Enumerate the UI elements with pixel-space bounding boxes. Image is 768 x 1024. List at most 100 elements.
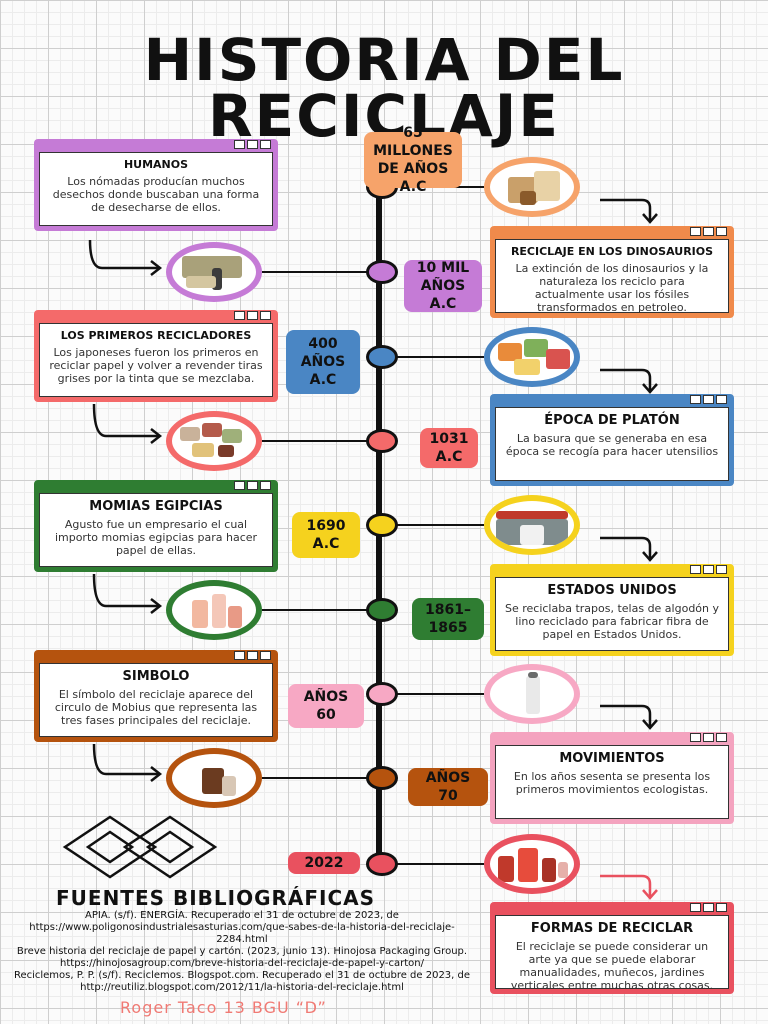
date-line: AÑOS — [300, 354, 346, 370]
minimize-icon — [690, 903, 701, 912]
date-line: 2022 — [304, 855, 344, 871]
page-title-line1: HISTORIA DEL — [143, 26, 625, 94]
timeline-dot — [366, 345, 398, 369]
date-line: AÑOS — [425, 770, 471, 786]
card-text: La basura que se generaba en esa época s… — [505, 432, 719, 458]
card-heading: LOS PRIMEROS RECICLADORES — [60, 329, 252, 342]
date-line: A.C — [309, 372, 337, 388]
close-icon — [716, 903, 727, 912]
source-item: Breve historia del reciclaje de papel y … — [16, 946, 468, 969]
minimize-icon — [234, 481, 245, 490]
close-icon — [260, 481, 271, 490]
window-titlebar — [39, 651, 273, 663]
maximize-icon — [703, 733, 714, 742]
card-text: Agusto fue un empresario el cual importo… — [54, 518, 258, 557]
card-text: Los japoneses fueron los primeros en rec… — [49, 346, 263, 385]
maximize-icon — [703, 903, 714, 912]
window-titlebar — [39, 481, 273, 493]
timeline-connector — [379, 693, 484, 695]
maximize-icon — [703, 227, 714, 236]
window-titlebar — [495, 395, 729, 407]
card-text: El símbolo del reciclaje aparece del cir… — [54, 688, 258, 727]
card-heading: ESTADOS UNIDOS — [547, 583, 677, 598]
card-body: LOS PRIMEROS RECICLADORES Los japoneses f… — [39, 323, 273, 397]
arrow-icon — [600, 704, 658, 730]
minimize-icon — [690, 395, 701, 404]
minimize-icon — [690, 565, 701, 574]
window-controls — [690, 227, 727, 236]
close-icon — [260, 140, 271, 149]
card-heading: MOMIAS EGIPCIAS — [89, 499, 223, 514]
date-text: 2022 — [305, 854, 344, 872]
arrow-icon — [600, 536, 658, 562]
maximize-icon — [247, 651, 258, 660]
close-icon — [260, 651, 271, 660]
minimize-icon — [690, 733, 701, 742]
card-body: FORMAS DE RECICLAR El reciclaje se puede … — [495, 915, 729, 992]
sources-title: FUENTES BIBLIOGRÁFICAS — [56, 886, 376, 910]
window-titlebar — [39, 311, 273, 323]
warehouse-icon — [484, 495, 580, 555]
timeline-dot — [366, 260, 398, 284]
timeline-dot — [366, 598, 398, 622]
maximize-icon — [247, 481, 258, 490]
maximize-icon — [247, 311, 258, 320]
maximize-icon — [703, 565, 714, 574]
window-controls — [234, 651, 271, 660]
window-titlebar — [495, 733, 729, 745]
cardboard-box-icon — [484, 157, 580, 217]
close-icon — [716, 733, 727, 742]
window-controls — [234, 140, 271, 149]
timeline-dot — [366, 429, 398, 453]
maximize-icon — [703, 395, 714, 404]
minimize-icon — [234, 651, 245, 660]
card-heading: FORMAS DE RECICLAR — [530, 921, 694, 936]
card-heading: RECICLAJE EN LOS DINOSAURIOS — [510, 245, 714, 258]
date-line: 70 — [438, 788, 458, 804]
date-line: A.C — [312, 536, 340, 552]
source-item: Reciclemos, P. P. (s/f). Reciclemos. Blo… — [13, 970, 471, 993]
date-line: 10 MIL — [416, 260, 470, 276]
date-label: 2022 — [288, 852, 360, 874]
window-titlebar — [495, 565, 729, 577]
arrow-icon — [600, 368, 658, 394]
date-text: 1861–1865 — [425, 601, 471, 637]
timeline-connector — [262, 777, 379, 779]
arrow-icon — [92, 403, 163, 444]
date-line: 1690 — [306, 518, 346, 534]
date-line: A.C — [399, 179, 427, 195]
timeline-connector — [379, 524, 484, 526]
window-controls — [690, 733, 727, 742]
author-credit: Roger Taco 13 BGU “D” — [120, 998, 327, 1017]
date-line: 65 MILLONES — [373, 125, 453, 159]
date-label: AÑOS 70 — [408, 768, 488, 806]
date-line: 1865 — [428, 620, 468, 636]
event-card: FORMAS DE RECICLAR El reciclaje se puede … — [490, 902, 734, 994]
minimize-icon — [690, 227, 701, 236]
cosmetics-icon — [166, 580, 262, 640]
food-containers-icon — [484, 327, 580, 387]
card-text: El reciclaje se puede considerar un arte… — [510, 940, 714, 992]
timeline-connector — [379, 356, 484, 358]
arrow-icon — [88, 239, 163, 276]
maximize-icon — [247, 140, 258, 149]
date-line: AÑOS — [303, 689, 349, 705]
timeline-dot — [366, 513, 398, 537]
date-line: A.C — [435, 449, 463, 465]
timeline-dot — [366, 682, 398, 706]
window-titlebar — [39, 140, 273, 152]
